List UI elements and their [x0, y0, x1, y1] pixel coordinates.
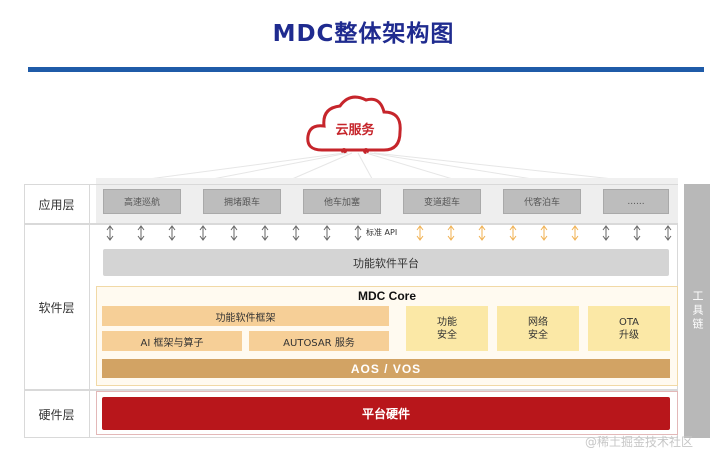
functional-software-platform[interactable]: 功能软件平台 — [103, 249, 669, 276]
watermark: @稀土掘金技术社区 — [585, 435, 694, 449]
layer-label-software: 软件层 — [24, 224, 90, 390]
title-divider — [28, 67, 704, 72]
network-security-module[interactable]: 网络 安全 — [497, 306, 579, 351]
aos-vos-bar[interactable]: AOS / VOS — [102, 359, 670, 378]
app-item[interactable]: 代客泊车 — [503, 189, 581, 214]
functional-software-framework[interactable]: 功能软件框架 — [102, 306, 389, 326]
cloud-icon — [300, 88, 410, 158]
cloud-fan-lines — [96, 152, 678, 187]
autosar-service[interactable]: AUTOSAR 服务 — [249, 331, 389, 351]
layer-label-app: 应用层 — [24, 184, 90, 224]
mdc-core-title: MDC Core — [357, 289, 416, 303]
platform-hardware-bar[interactable]: 平台硬件 — [102, 397, 670, 430]
app-item[interactable]: ...... — [603, 189, 669, 214]
toolchain-bar[interactable]: 工具链 — [684, 184, 710, 438]
cloud-service-label: 云服务 — [335, 123, 375, 138]
app-item[interactable]: 变道超车 — [403, 189, 481, 214]
layer-label-hardware: 硬件层 — [24, 390, 90, 438]
ai-framework-operators[interactable]: AI 框架与算子 — [102, 331, 242, 351]
app-row-bg — [96, 185, 678, 223]
functional-safety-module[interactable]: 功能 安全 — [406, 306, 488, 351]
app-item[interactable]: 高速巡航 — [103, 189, 181, 214]
standard-api-label: 标准 API — [366, 228, 398, 237]
ota-upgrade-module[interactable]: OTA 升级 — [588, 306, 670, 351]
app-item[interactable]: 拥堵跟车 — [203, 189, 281, 214]
page-title: MDC整体架构图 — [272, 21, 455, 47]
app-item[interactable]: 他车加塞 — [303, 189, 381, 214]
